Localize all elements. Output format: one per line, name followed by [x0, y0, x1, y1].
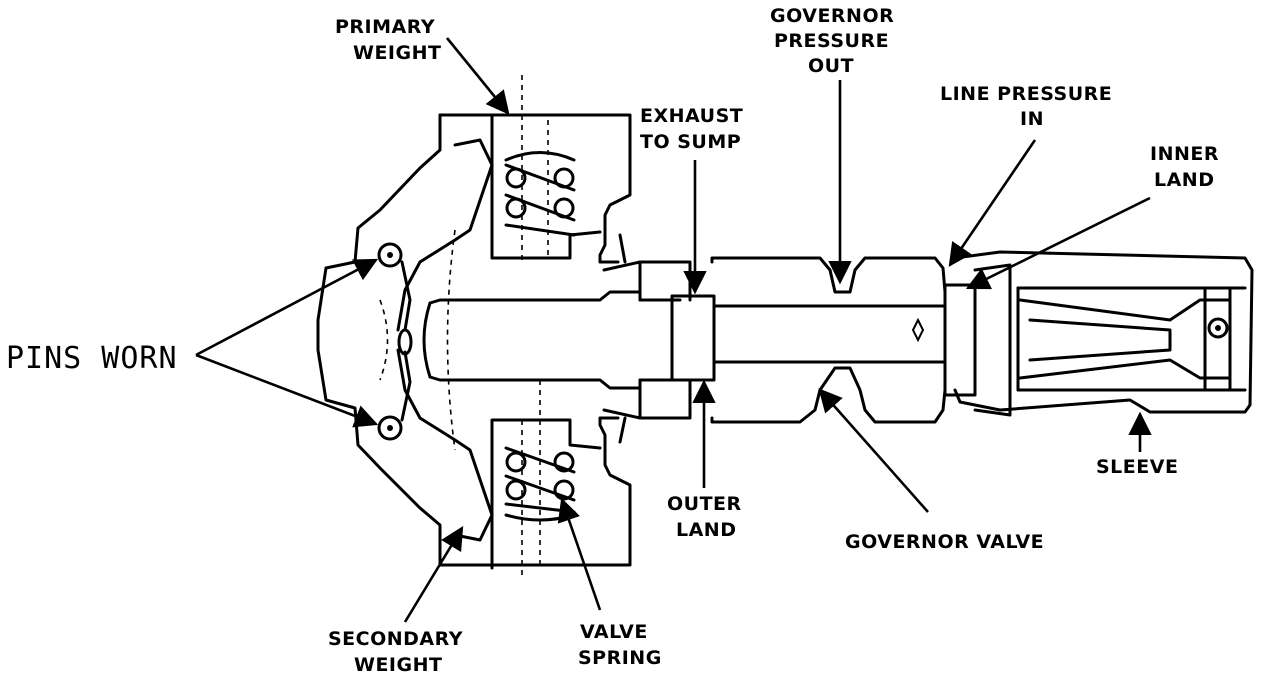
label-outer-land-2: LAND — [676, 519, 736, 541]
label-inner-land-2: LAND — [1154, 169, 1214, 191]
labels: PRIMARY WEIGHT GOVERNOR PRESSURE OUT LIN… — [6, 5, 1219, 676]
hidden-lines — [379, 75, 549, 575]
label-line-pressure-in-1: LINE PRESSURE — [940, 83, 1112, 105]
label-valve-spring-2: SPRING — [578, 647, 662, 669]
leader-lines — [195, 37, 1152, 623]
label-valve-spring-1: VALVE — [580, 621, 648, 643]
leader-primary-weight — [445, 37, 510, 115]
governor-body — [316, 113, 1254, 570]
label-line-pressure-in-2: IN — [1020, 108, 1044, 130]
label-pins-worn: PINS WORN — [6, 341, 178, 376]
leader-pins-worn-upper — [195, 258, 379, 357]
primary-weight-spring — [504, 151, 576, 237]
leader-pins-worn-lower — [195, 353, 379, 428]
label-governor-valve: GOVERNOR VALVE — [845, 531, 1044, 553]
label-secondary-weight-2: WEIGHT — [354, 654, 442, 676]
label-secondary-weight-1: SECONDARY — [328, 628, 463, 650]
label-exhaust-to-sump-2: TO SUMP — [640, 131, 741, 153]
label-governor-pressure-out-1: GOVERNOR — [770, 5, 894, 27]
leader-governor-valve — [818, 388, 929, 513]
label-governor-pressure-out-2: PRESSURE — [774, 30, 889, 52]
label-exhaust-to-sump-1: EXHAUST — [640, 105, 743, 127]
label-primary-weight-2: WEIGHT — [353, 42, 441, 64]
label-inner-land-1: INNER — [1150, 143, 1219, 165]
leader-secondary-weight — [403, 525, 464, 623]
leader-inner-land — [965, 196, 1151, 290]
label-primary-weight-1: PRIMARY — [335, 16, 435, 38]
label-governor-pressure-out-3: OUT — [808, 55, 854, 77]
label-sleeve: SLEEVE — [1096, 456, 1178, 478]
leader-valve-spring — [557, 497, 602, 611]
leader-line-pressure-in — [948, 139, 1037, 267]
label-outer-land-1: OUTER — [667, 493, 742, 515]
